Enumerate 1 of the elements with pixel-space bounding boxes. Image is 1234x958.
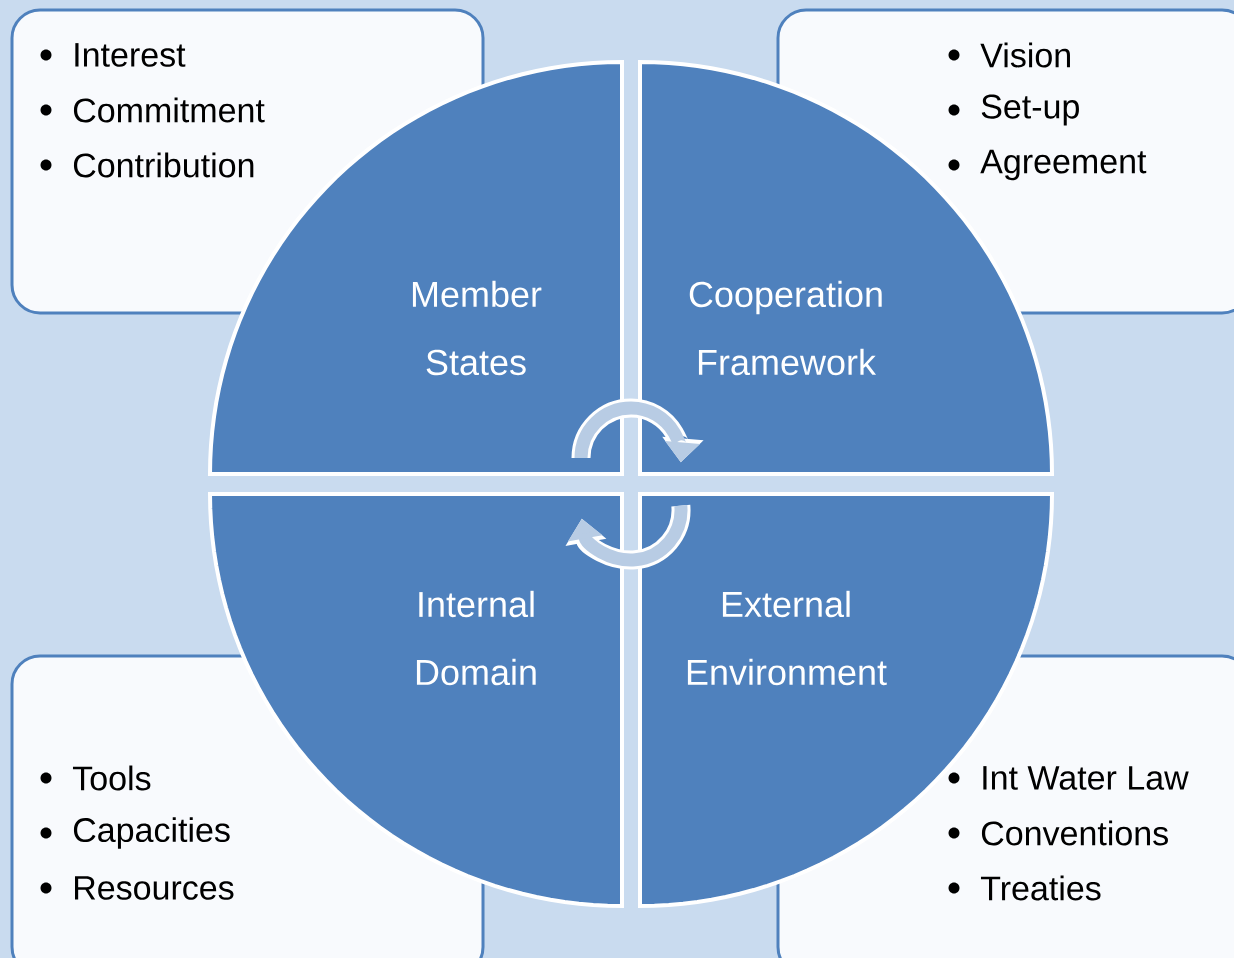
- cycle-arrow: [565, 505, 691, 570]
